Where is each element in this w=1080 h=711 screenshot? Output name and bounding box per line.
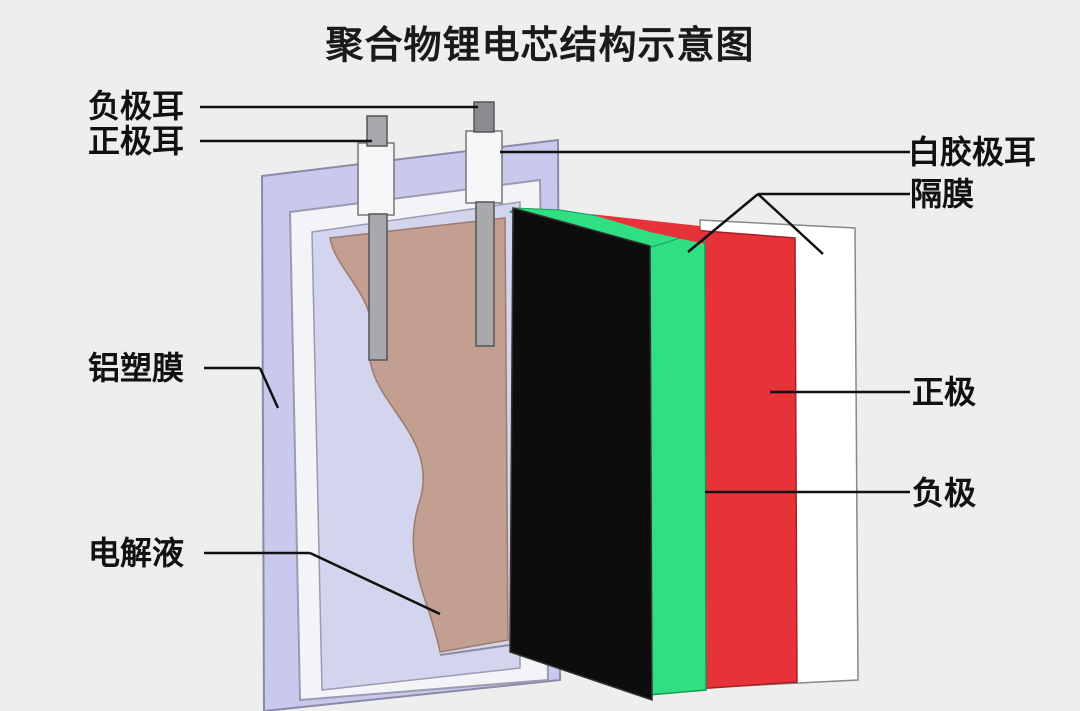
positive-tab-body: [368, 213, 388, 361]
label-positive-tab: 正极耳: [88, 122, 185, 160]
negative-tab-body: [475, 201, 495, 347]
label-aluminum-film: 铝塑膜: [88, 349, 185, 387]
inner-bottom-edge: [439, 644, 511, 656]
label-separator: 隔膜: [910, 175, 975, 213]
label-electrolyte: 电解液: [88, 534, 185, 572]
leader-separator-a: [687, 193, 759, 253]
negative-tab-top: [473, 101, 495, 133]
red-top-strip: [590, 214, 705, 244]
layer-top-strip: [508, 207, 701, 249]
label-cathode: 正极: [912, 373, 977, 411]
sealant-block-left: [357, 142, 395, 216]
label-sealant-tab: 白胶极耳: [908, 133, 1037, 171]
label-anode: 负极: [912, 474, 977, 512]
leader-aluminum-film-tail: [258, 367, 280, 409]
diagram-title: 聚合物锂电芯结构示意图: [325, 23, 755, 67]
label-negative-tab: 负极耳: [88, 87, 185, 125]
positive-tab-top: [366, 115, 388, 147]
leader-electrolyte-tail: [309, 551, 441, 616]
leader-separator-c: [757, 193, 824, 255]
sealant-block-right: [465, 130, 503, 204]
anode-black-layer: [509, 207, 653, 702]
